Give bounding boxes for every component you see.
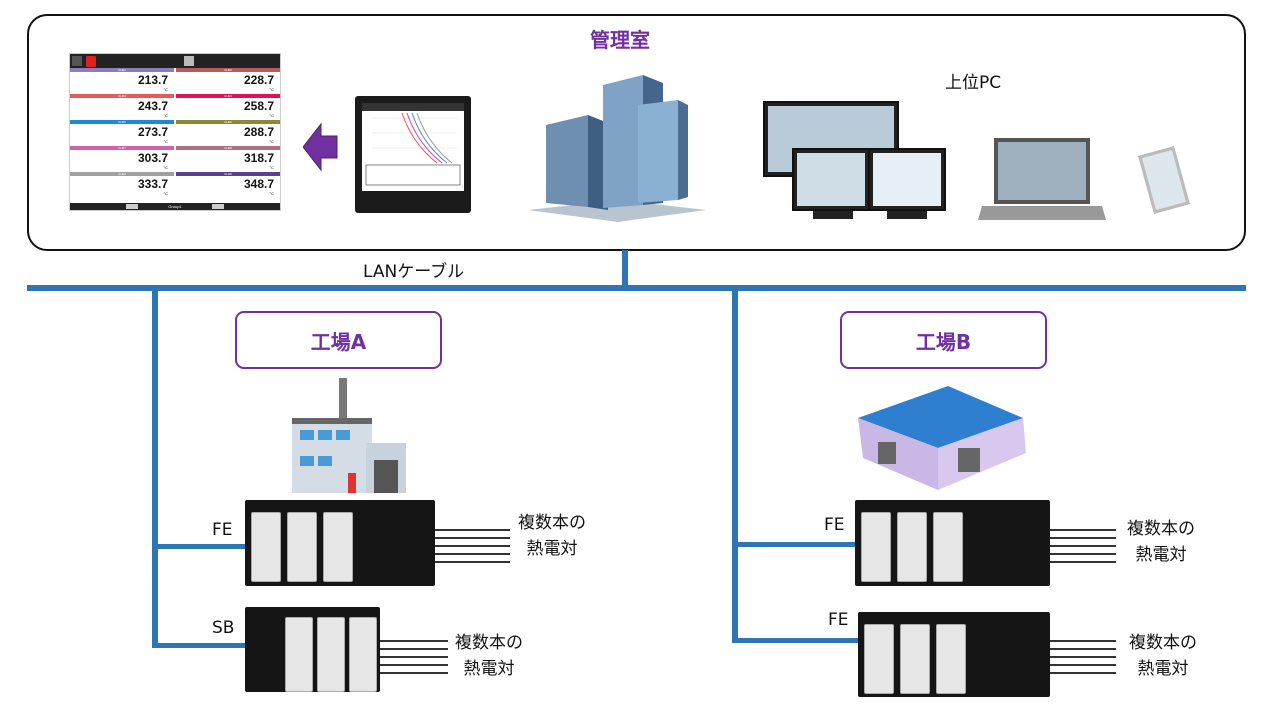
channel-name: CH02	[176, 68, 280, 72]
channel-value: 288.7	[243, 125, 274, 139]
channel-unit: °C	[269, 165, 275, 170]
lan-cable-riser	[622, 250, 628, 290]
channel-value: 213.7	[137, 73, 168, 87]
channel-unit: °C	[163, 165, 169, 170]
thermocouple-label: 複数本の熱電対	[518, 513, 586, 559]
channel-value: 348.7	[243, 177, 274, 191]
fe-unit-factory-b-2	[858, 612, 1050, 697]
channel-unit: °C	[269, 113, 275, 118]
channel-unit: °C	[163, 191, 169, 196]
sb-label: SB	[212, 618, 235, 638]
factory-a-cable	[152, 288, 158, 648]
host-pc-label: 上位PC	[945, 73, 1002, 93]
channel-value: 243.7	[137, 99, 168, 113]
fe-label: FE	[824, 515, 845, 535]
screen-header	[70, 54, 280, 68]
channel-unit: °C	[163, 113, 169, 118]
rec-icon	[86, 55, 96, 67]
channel-name: CH10	[176, 172, 280, 176]
control-room-frame	[27, 14, 1246, 251]
factory-b-label: 工場B	[840, 311, 1047, 369]
channel-name: CH03	[70, 94, 174, 98]
trend-graph-icon	[362, 103, 464, 186]
factory-a-label: 工場A	[235, 311, 442, 369]
channel-unit: °C	[269, 139, 275, 144]
channel-value: 318.7	[243, 151, 274, 165]
channel-name: CH04	[176, 94, 280, 98]
channel-value: 228.7	[243, 73, 274, 87]
group-label: Group1	[168, 204, 182, 209]
prev-group-button[interactable]	[126, 204, 139, 209]
channel-name: CH08	[176, 146, 280, 150]
factory-a-fe-branch	[152, 544, 247, 549]
fe-label: FE	[212, 520, 233, 540]
channel-value: 303.7	[137, 151, 168, 165]
thermocouple-label: 複数本の熱電対	[1129, 633, 1197, 679]
screen-footer: Group1	[70, 203, 280, 210]
fe-unit-factory-b-1	[855, 500, 1050, 586]
lan-cable-trunk	[27, 285, 1246, 291]
channel-unit: °C	[163, 139, 169, 144]
laptop-icon	[978, 138, 1106, 220]
channel-name: CH07	[70, 146, 174, 150]
channel-name: CH06	[176, 120, 280, 124]
channel-unit: °C	[269, 191, 275, 196]
monitor-2	[792, 148, 870, 211]
factory-b-fe1-branch	[732, 542, 856, 547]
monitor-3	[868, 148, 946, 211]
paperless-recorder	[355, 96, 471, 213]
channel-value: 273.7	[137, 125, 168, 139]
monitor-stand	[813, 211, 853, 219]
channel-value: 258.7	[243, 99, 274, 113]
warehouse-icon	[858, 386, 1026, 490]
channel-name: CH01	[70, 68, 174, 72]
factory-b-cable	[732, 288, 738, 643]
factory-building-icon	[292, 378, 406, 493]
channel-value: 333.7	[137, 177, 168, 191]
thermocouple-label: 複数本の熱電対	[1127, 519, 1195, 565]
fe-label: FE	[828, 610, 849, 630]
control-room-title: 管理室	[590, 28, 650, 52]
channel-unit: °C	[269, 87, 275, 92]
factory-b-fe2-branch	[732, 638, 860, 643]
thermocouple-label: 複数本の熱電対	[455, 633, 523, 679]
office-building-icon	[528, 75, 706, 222]
arrow-left-icon	[303, 122, 338, 172]
smartphone-icon	[1138, 146, 1190, 214]
channel-unit: °C	[163, 87, 169, 92]
lan-cable-label: LANケーブル	[363, 262, 465, 282]
monitor-stand	[887, 211, 927, 219]
channel-name: CH09	[70, 172, 174, 176]
channel-name: CH05	[70, 120, 174, 124]
fe-unit-factory-a	[245, 500, 435, 586]
sb-unit-factory-a	[245, 607, 380, 692]
factory-a-sb-branch	[152, 643, 247, 648]
next-group-button[interactable]	[211, 204, 224, 209]
